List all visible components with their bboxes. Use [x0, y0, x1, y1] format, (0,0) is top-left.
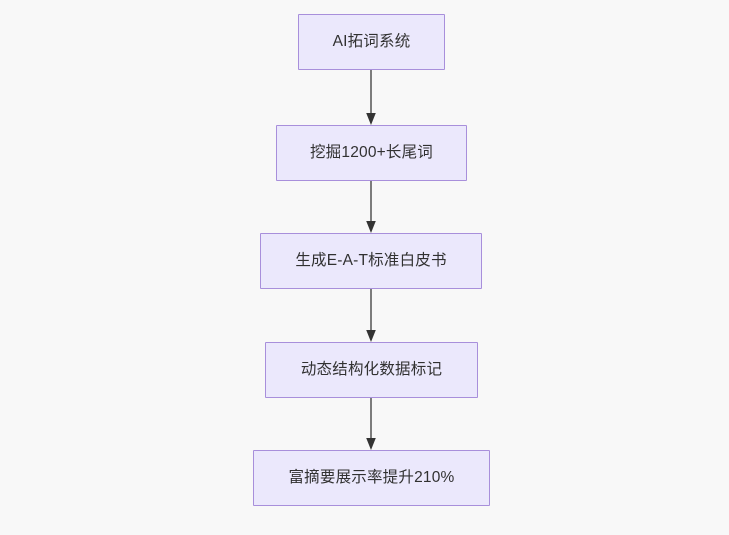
flow-node-dynamic-structured-data-markup[interactable]: 动态结构化数据标记: [265, 342, 478, 398]
flow-node-ai-keyword-system[interactable]: AI拓词系统: [298, 14, 445, 70]
flow-node-generate-eat-whitepaper[interactable]: 生成E-A-T标准白皮书: [260, 233, 482, 289]
flow-node-label: 动态结构化数据标记: [300, 360, 443, 378]
flow-node-label: 生成E-A-T标准白皮书: [295, 251, 447, 269]
flow-node-label: AI拓词系统: [332, 32, 411, 50]
flow-edge-arrow-2: [361, 181, 381, 234]
flow-edge-arrow-1: [361, 70, 381, 126]
flow-edge-arrow-4: [361, 398, 381, 451]
flow-edge-arrow-3: [361, 289, 381, 343]
flow-node-rich-snippet-impression-lift[interactable]: 富摘要展示率提升210%: [253, 450, 490, 506]
flow-node-label: 富摘要展示率提升210%: [288, 468, 455, 486]
flow-node-label: 挖掘1200+长尾词: [309, 143, 434, 161]
flow-node-mine-longtail-keywords[interactable]: 挖掘1200+长尾词: [276, 125, 467, 181]
